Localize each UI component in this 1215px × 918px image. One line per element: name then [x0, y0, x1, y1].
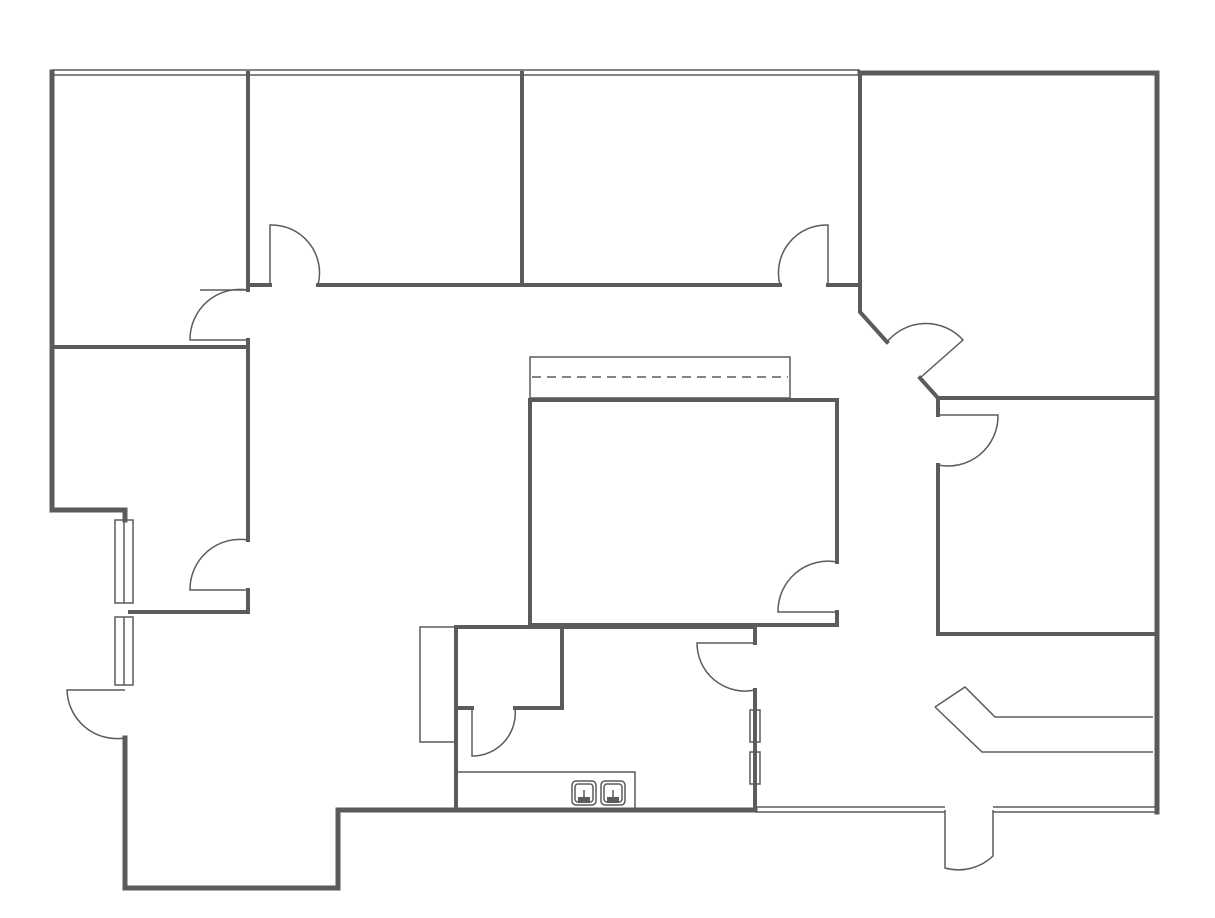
door[interactable] — [269, 224, 321, 286]
reception-desk — [934, 686, 1153, 753]
door[interactable] — [189, 288, 249, 341]
kitchen-counter — [456, 771, 636, 808]
windows — [52, 69, 1157, 813]
door[interactable] — [886, 322, 965, 379]
door[interactable] — [471, 707, 517, 757]
fixtures — [419, 356, 1153, 808]
door[interactable] — [944, 810, 994, 871]
door[interactable] — [777, 560, 838, 613]
door[interactable] — [66, 689, 126, 740]
door[interactable] — [777, 224, 829, 286]
doors[interactable] — [66, 224, 999, 871]
exterior-walls — [49, 69, 1160, 891]
storage-cabinet — [419, 626, 457, 743]
door[interactable] — [937, 414, 999, 467]
counter-top — [529, 356, 791, 399]
sink-icon — [571, 780, 626, 806]
door[interactable] — [696, 642, 756, 692]
door[interactable] — [189, 538, 249, 591]
